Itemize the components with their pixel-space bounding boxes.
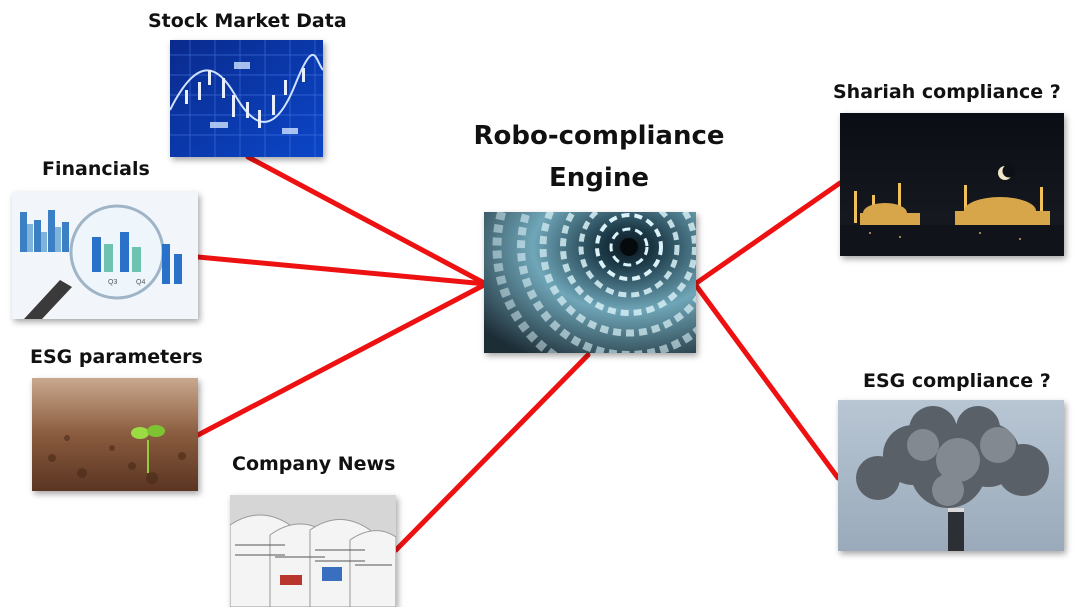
engine-title-line1: Robo-compliance <box>473 121 725 151</box>
engine-title-line2: Engine <box>549 163 649 193</box>
connector-financials-to-engine <box>195 254 489 287</box>
esg-parameters-label: ESG parameters <box>30 346 203 368</box>
financials-q3-label: Q3 <box>108 279 117 286</box>
connector-esg-params-to-engine <box>195 281 489 438</box>
engine-title: Robo-compliance Engine <box>460 115 738 199</box>
shariah-compliance-mosque-image <box>840 113 1064 256</box>
esg-compliance-smokestack-image <box>838 400 1064 551</box>
connector-engine-to-shariah <box>692 180 843 287</box>
financials-label: Financials <box>42 158 150 180</box>
shariah-compliance-label: Shariah compliance ? <box>833 81 1061 103</box>
company-news-label: Company News <box>232 453 396 475</box>
connector-engine-to-esg <box>692 281 841 481</box>
stock-market-data-label: Stock Market Data <box>148 10 347 32</box>
financials-chart-image: Q3 Q4 <box>12 192 198 319</box>
esg-parameters-seedling-image <box>32 378 198 491</box>
connector-stock-to-engine <box>245 154 489 287</box>
stock-market-chart-image <box>170 40 323 157</box>
robo-compliance-engine-image <box>484 212 696 353</box>
connector-news-to-engine <box>393 352 591 553</box>
company-news-newspapers-image <box>230 495 396 607</box>
financials-q4-label: Q4 <box>136 279 145 286</box>
esg-compliance-label: ESG compliance ? <box>863 370 1051 392</box>
